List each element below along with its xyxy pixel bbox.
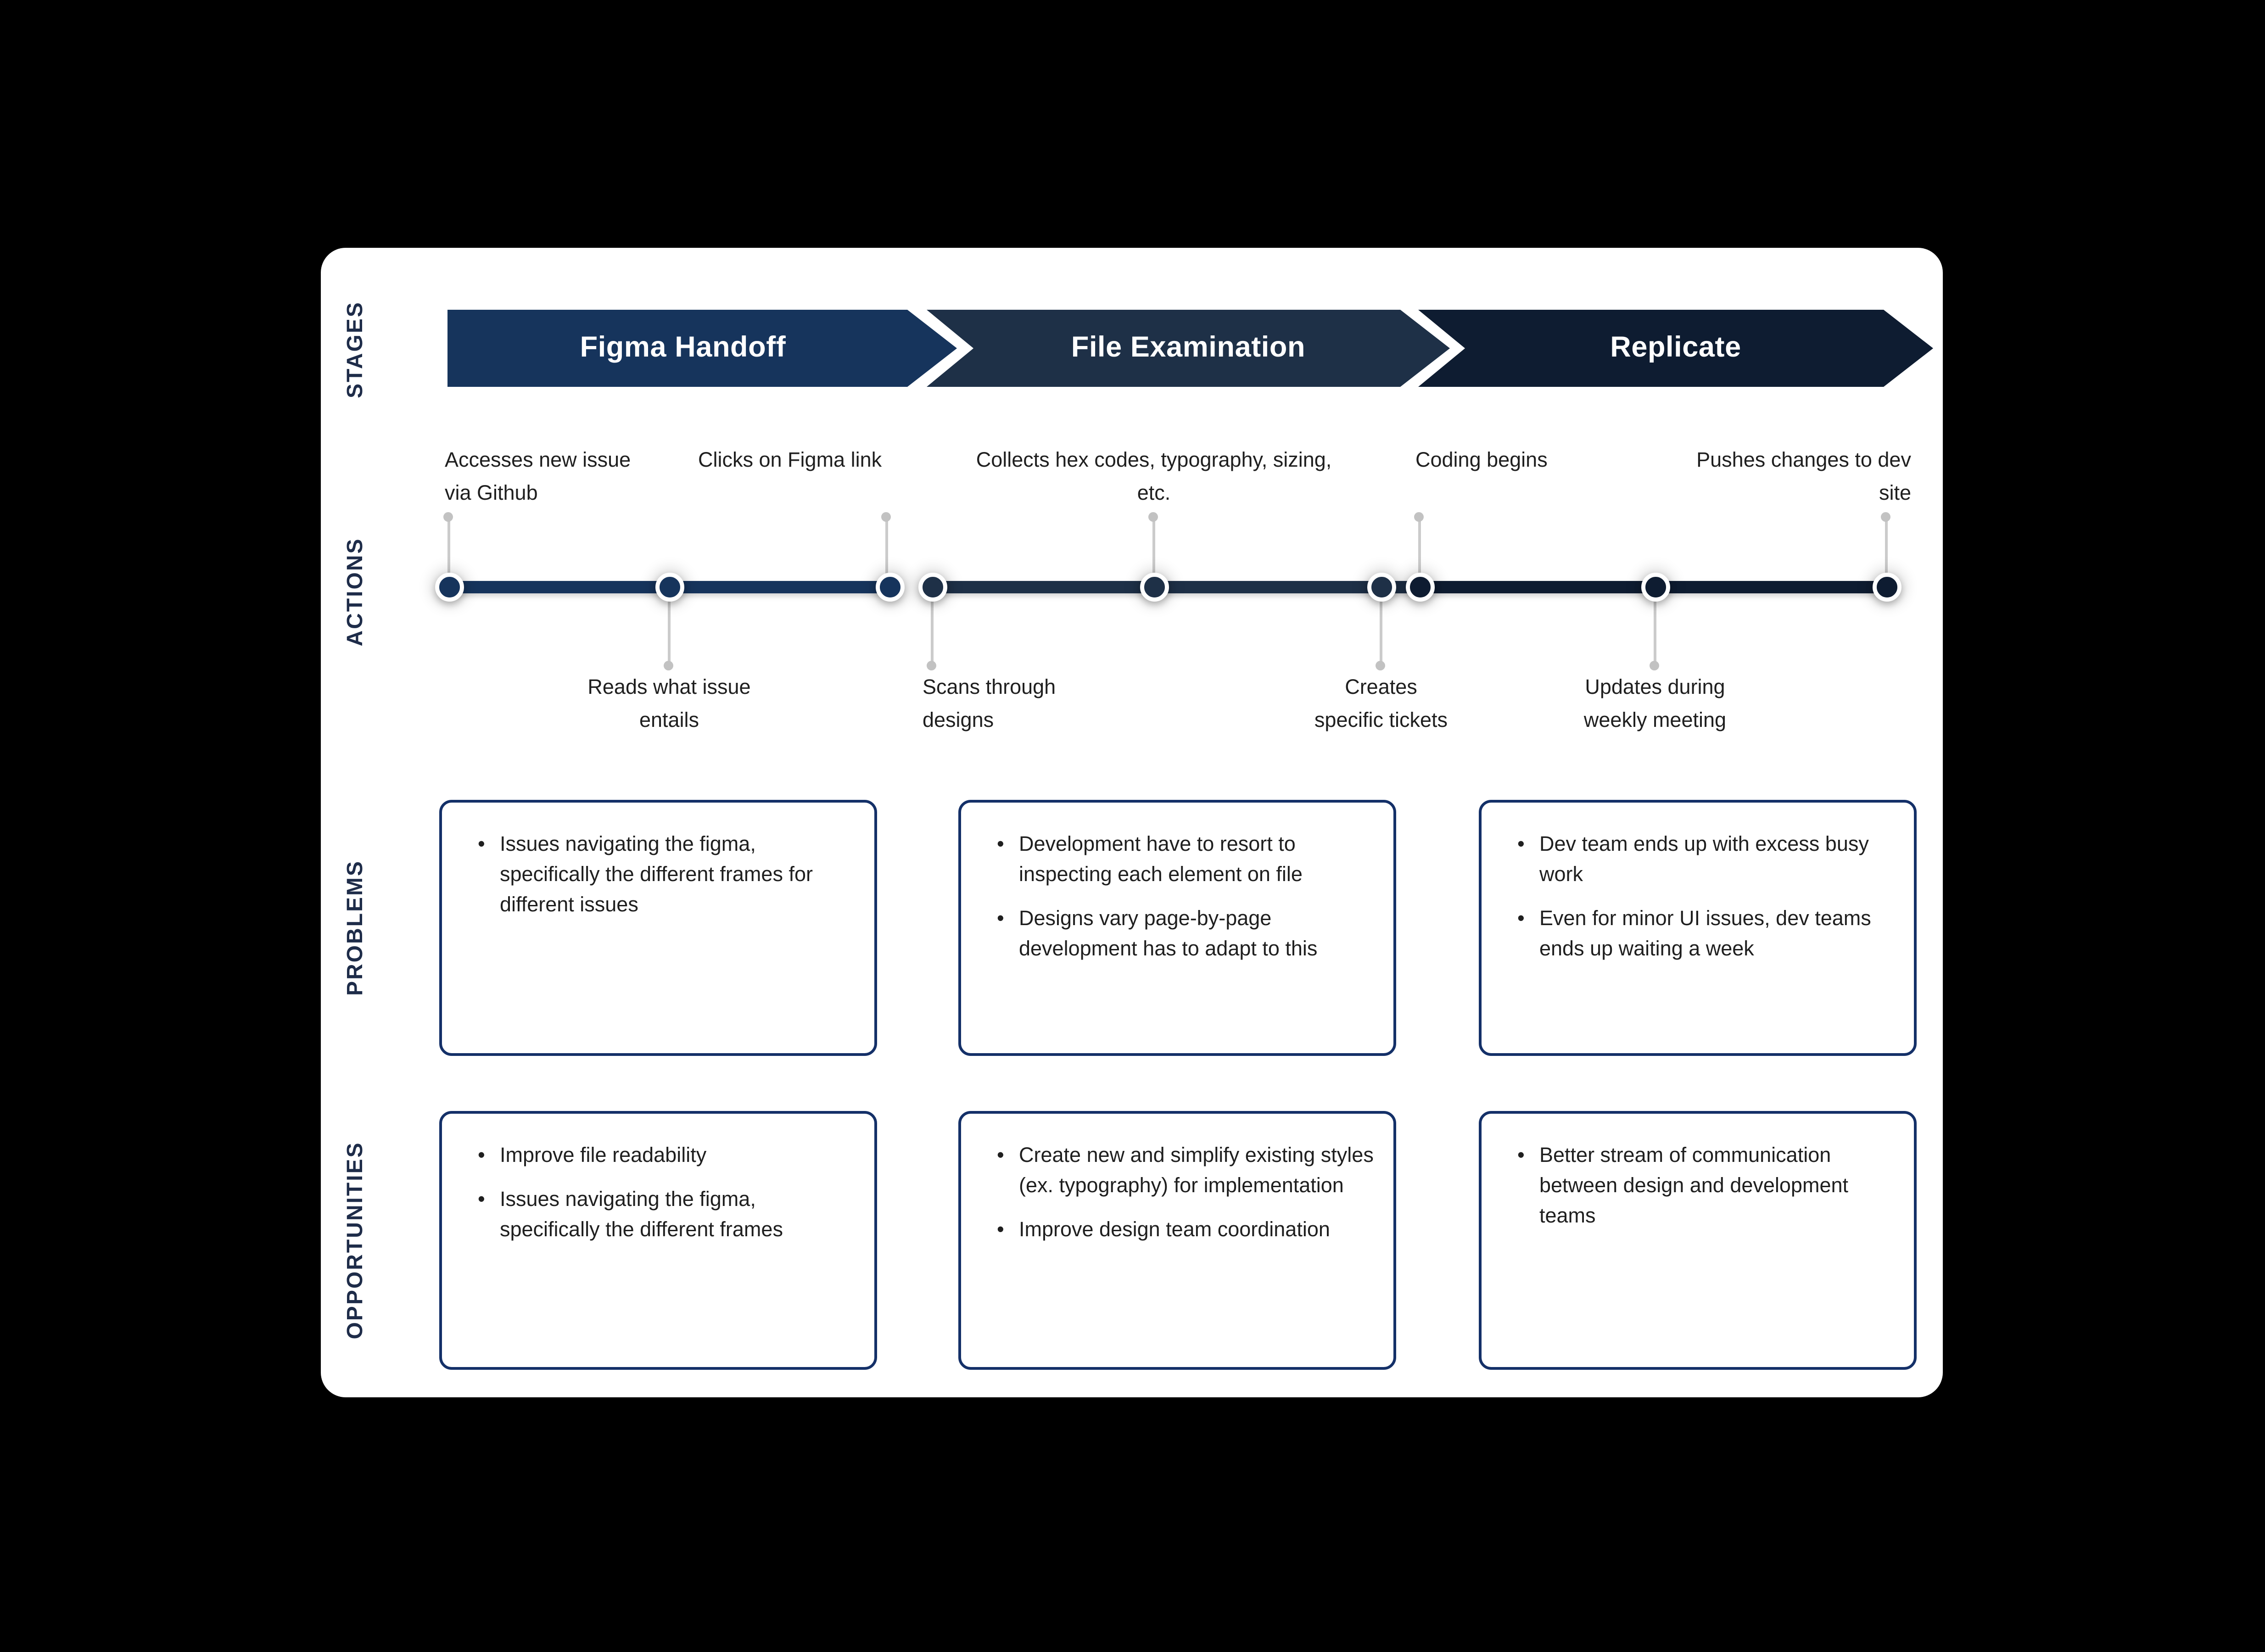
problems-box-replicate: Dev team ends up with excess busy work E… — [1479, 800, 1917, 1056]
action-label-coding-begins: Coding begins — [1415, 445, 1691, 478]
action-label-line: site — [1879, 482, 1911, 505]
problem-item: Designs vary page-by-page development ha… — [997, 904, 1374, 965]
action-label-line: Scans through — [923, 676, 1056, 699]
action-label-reads-issue: Reads what issue entails — [545, 672, 793, 738]
connector-endpoint-dot — [443, 512, 453, 522]
stage-banner-figma-handoff: Figma Handoff — [447, 310, 957, 387]
connector-endpoint-dot — [881, 512, 891, 522]
action-label-line: Creates — [1345, 676, 1417, 699]
connector-line — [447, 519, 450, 581]
action-label-line: Accesses new issue — [445, 449, 631, 472]
problems-list: Issues navigating the figma, specificall… — [442, 803, 874, 921]
action-label-line: via Github — [445, 482, 538, 505]
row-label-actions: ACTIONS — [344, 537, 368, 647]
connector-line — [1152, 519, 1155, 581]
connector-endpoint-dot — [1881, 512, 1890, 522]
opportunities-box-replicate: Better stream of communication between d… — [1479, 1111, 1917, 1370]
problem-item: Dev team ends up with excess busy work — [1517, 830, 1895, 891]
connector-endpoint-dot — [1376, 661, 1385, 670]
connector-endpoint-dot — [927, 661, 936, 670]
problems-list: Development have to resort to inspecting… — [961, 803, 1393, 965]
opportunities-list: Improve file readability Issues navigati… — [442, 1114, 874, 1246]
stage-banner-replicate: Replicate — [1418, 310, 1933, 387]
connector-line — [1885, 519, 1888, 581]
connector-line — [931, 592, 934, 665]
opportunities-list: Create new and simplify existing styles … — [961, 1114, 1393, 1246]
connector-endpoint-dot — [1148, 512, 1158, 522]
row-label-problems: PROBLEMS — [344, 859, 368, 996]
action-label-line: Pushes changes to dev — [1696, 449, 1911, 472]
opportunities-box-figma-handoff: Improve file readability Issues navigati… — [439, 1111, 877, 1370]
opportunity-item: Improve design team coordination — [997, 1216, 1374, 1246]
problems-box-file-examination: Development have to resort to inspecting… — [958, 800, 1396, 1056]
action-label-line: Reads what issue — [587, 676, 751, 699]
milestone-dot — [1872, 572, 1901, 601]
connector-line — [1380, 592, 1382, 665]
action-label-updates-meeting: Updates during weekly meeting — [1531, 672, 1779, 738]
opportunity-item: Better stream of communication between d… — [1517, 1141, 1895, 1232]
milestone-dot — [1405, 572, 1434, 601]
connector-line — [1418, 519, 1421, 581]
connector-endpoint-dot — [664, 661, 673, 670]
action-label-line: Coding begins — [1415, 449, 1548, 472]
milestone-dot — [1139, 572, 1169, 601]
action-label-clicks-figma-link: Clicks on Figma link — [698, 445, 1001, 478]
problems-box-figma-handoff: Issues navigating the figma, specificall… — [439, 800, 877, 1056]
journey-map-card: STAGES ACTIONS PROBLEMS OPPORTUNITIES Fi… — [321, 248, 1943, 1397]
connector-line — [668, 592, 671, 665]
opportunity-item: Create new and simplify existing styles … — [997, 1141, 1374, 1202]
action-label-line: designs — [923, 709, 994, 732]
problems-list: Dev team ends up with excess busy work E… — [1482, 803, 1914, 965]
problem-item: Development have to resort to inspecting… — [997, 830, 1374, 891]
action-label-line: Clicks on Figma link — [698, 449, 882, 472]
milestone-dot — [434, 572, 464, 601]
action-label-pushes-changes: Pushes changes to dev site — [1636, 445, 1911, 511]
stage-banner-label: Replicate — [1610, 332, 1741, 363]
milestone-dot — [654, 572, 684, 601]
action-label-line: entails — [639, 709, 699, 732]
opportunity-item: Issues navigating the figma, specificall… — [478, 1185, 855, 1246]
action-label-line: Updates during — [1585, 676, 1725, 699]
connector-line — [1654, 592, 1656, 665]
connector-endpoint-dot — [1650, 661, 1659, 670]
action-label-line: specific tickets — [1314, 709, 1448, 732]
milestone-dot — [1366, 572, 1396, 601]
stage-banner-label: Figma Handoff — [580, 332, 786, 363]
problem-item: Issues navigating the figma, specificall… — [478, 830, 855, 921]
action-label-line: weekly meeting — [1583, 709, 1727, 732]
connector-line — [885, 519, 888, 581]
timeline-segment-2 — [932, 580, 1410, 593]
opportunities-box-file-examination: Create new and simplify existing styles … — [958, 1111, 1396, 1370]
action-label-line: Collects hex codes, typography, sizing, — [976, 449, 1332, 472]
action-label-scans-designs: Scans through designs — [923, 672, 1170, 738]
action-label-accesses-new-issue: Accesses new issue via Github — [445, 445, 748, 511]
problem-item: Even for minor UI issues, dev teams ends… — [1517, 904, 1895, 965]
milestone-dot — [1640, 572, 1670, 601]
milestone-dot — [875, 572, 904, 601]
action-label-line: etc. — [1137, 482, 1171, 505]
row-label-opportunities: OPPORTUNITIES — [344, 1141, 368, 1339]
opportunity-item: Improve file readability — [478, 1141, 855, 1172]
stage-banner-label: File Examination — [1071, 332, 1306, 363]
action-label-creates-tickets: Creates specific tickets — [1257, 672, 1505, 738]
stage-banner-file-examination: File Examination — [927, 310, 1450, 387]
connector-endpoint-dot — [1414, 512, 1424, 522]
action-label-collects-hex-codes: Collects hex codes, typography, sizing, … — [947, 445, 1360, 511]
opportunities-list: Better stream of communication between d… — [1482, 1114, 1914, 1232]
row-label-stages: STAGES — [344, 301, 368, 398]
milestone-dot — [917, 572, 947, 601]
